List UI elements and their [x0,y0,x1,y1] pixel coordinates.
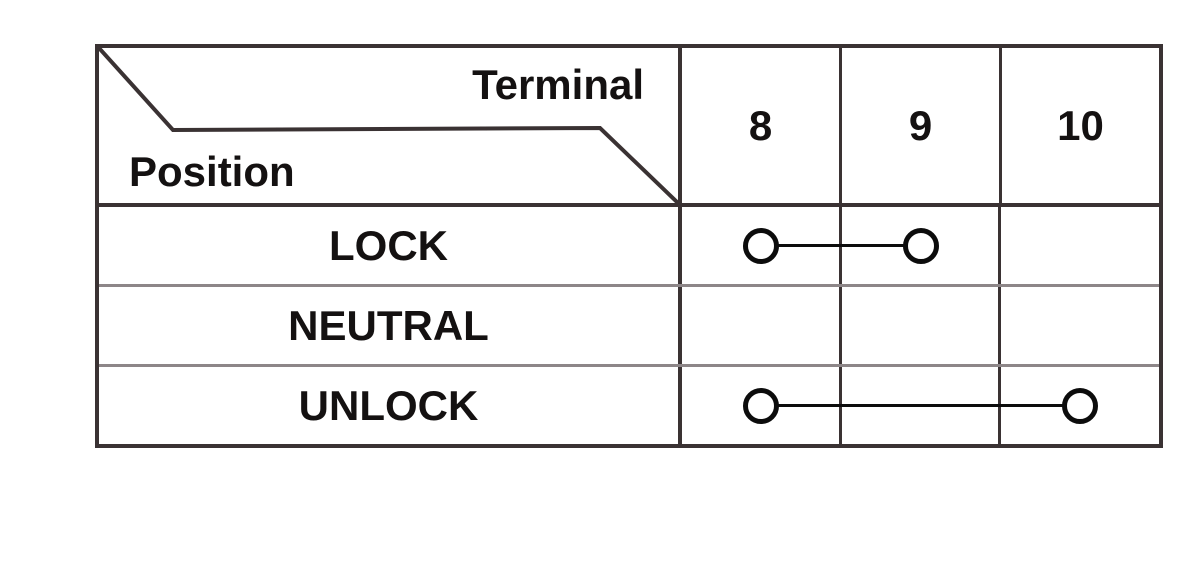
terminal-column-header-8: 8 [748,101,773,149]
table-row-neutral: NEUTRAL [99,284,1159,364]
position-cell: NEUTRAL [288,301,489,349]
table-row-unlock: UNLOCK [99,364,1159,444]
continuity-line [761,244,921,247]
diagonal-divider [99,48,678,203]
position-header-label: Position [129,148,295,195]
terminal-circle-9 [902,227,939,264]
position-cell: UNLOCK [298,381,479,429]
table-row-lock: LOCK [99,207,1159,284]
terminal-header-label: Terminal [472,61,644,108]
terminal-circle-8 [743,227,780,264]
continuity-line [761,404,1080,407]
terminal-cells [678,367,1159,444]
column-gridline [998,287,1002,364]
terminal-column-header-10: 10 [999,48,1159,203]
terminal-cells [678,287,1159,364]
terminal-circle-10 [1061,387,1098,424]
corner-header-cell: Terminal Position [99,48,678,203]
column-gridline [839,287,843,364]
column-gridline [998,207,1002,284]
terminal-column-header-9: 9 [839,48,999,203]
terminal-circle-8 [743,387,780,424]
table-body: LOCK NEUTRAL UNLOCK [99,207,1159,444]
terminal-cells [678,207,1159,284]
position-cell: LOCK [329,221,448,269]
